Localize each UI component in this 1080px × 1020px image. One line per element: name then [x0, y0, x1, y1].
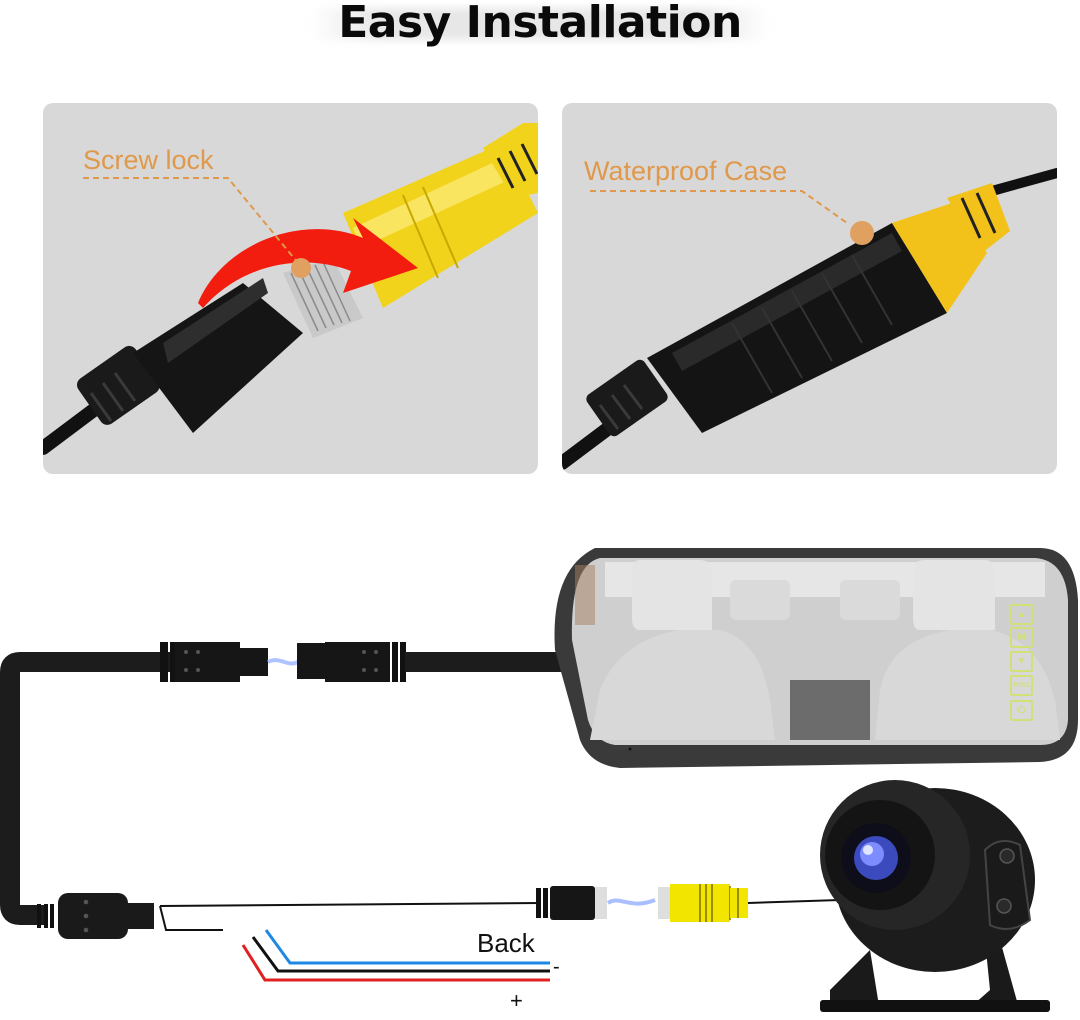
page-title: Easy Installation — [338, 0, 742, 48]
panel-waterproof-case: Waterproof Case — [562, 103, 1057, 474]
callout-waterproof-case: Waterproof Case — [584, 156, 788, 186]
title-highlight — [310, 8, 770, 40]
wiring-diagram — [0, 500, 1080, 1020]
panel-screw-lock: Screw lock — [43, 103, 538, 474]
mirror-menu-button[interactable]: M — [1010, 627, 1033, 648]
mirror-up-button[interactable]: ▲ — [1010, 604, 1033, 625]
mirror-v1v2-button[interactable]: V1V2 — [1010, 675, 1033, 696]
wire-label-minus: - — [553, 956, 560, 978]
video-connector-black — [536, 886, 607, 920]
top-connector-left — [160, 642, 268, 682]
callout-screw-lock: Screw lock — [83, 145, 214, 175]
mirror-power-button[interactable]: ⏻ — [1010, 700, 1033, 721]
mirror-down-button[interactable]: ▼ — [1010, 651, 1033, 672]
bottom-connector — [37, 893, 154, 939]
wire-label-back: Back — [477, 928, 535, 958]
waterproof-case-illustration — [562, 168, 1057, 470]
top-connector-right — [297, 642, 406, 682]
camera-body — [820, 780, 1050, 1012]
video-connector-yellow — [658, 884, 748, 922]
wiring-diagram-graphic — [0, 548, 1078, 1012]
wire-label-plus: + — [510, 988, 523, 1013]
screw-lock-illustration — [43, 123, 538, 455]
